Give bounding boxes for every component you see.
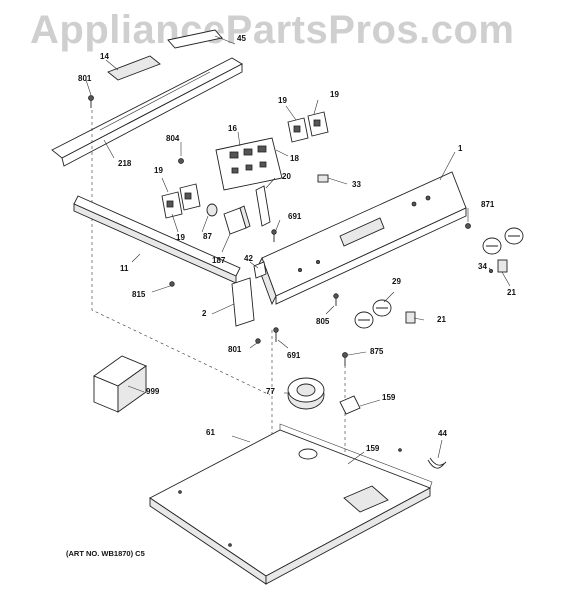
callout-1[interactable]: 1	[458, 144, 463, 153]
callout-87[interactable]: 87	[203, 232, 212, 241]
callout-815[interactable]: 815	[132, 290, 146, 299]
part-691-screw-lower[interactable]	[273, 327, 279, 342]
part-801-screw-lower[interactable]	[255, 338, 261, 344]
callout-18[interactable]: 18	[290, 154, 299, 163]
callout-21-right[interactable]: 21	[507, 288, 516, 297]
callout-42[interactable]: 42	[244, 254, 253, 263]
part-29-knobs[interactable]	[354, 299, 392, 329]
part-21-clip-lower[interactable]	[405, 311, 416, 324]
callout-805[interactable]: 805	[316, 317, 330, 326]
part-19-switch-top[interactable]	[287, 111, 329, 143]
callout-20[interactable]: 20	[282, 172, 291, 181]
callout-14[interactable]: 14	[100, 52, 109, 61]
callout-801-lower[interactable]: 801	[228, 345, 242, 354]
callout-61[interactable]: 61	[206, 428, 215, 437]
callout-19-left-bottom[interactable]: 19	[176, 233, 185, 242]
callout-19-left-top[interactable]: 19	[154, 166, 163, 175]
part-1-control-panel[interactable]	[257, 171, 467, 306]
callout-19-top-right[interactable]: 19	[330, 90, 339, 99]
part-187-box[interactable]	[223, 205, 251, 235]
callout-218[interactable]: 218	[118, 159, 132, 168]
part-45[interactable]	[167, 29, 223, 49]
callout-691-upper[interactable]: 691	[288, 212, 302, 221]
part-21-clip-right[interactable]	[497, 259, 508, 273]
callout-16[interactable]: 16	[228, 124, 237, 133]
part-16-switch-board[interactable]	[215, 137, 283, 191]
part-805-screw[interactable]	[333, 293, 339, 306]
callout-44[interactable]: 44	[438, 429, 447, 438]
leader-lines	[85, 35, 511, 465]
callout-45[interactable]: 45	[237, 34, 246, 43]
part-14-bracket[interactable]	[107, 55, 161, 81]
callout-691-lower[interactable]: 691	[287, 351, 301, 360]
part-20-bracket[interactable]	[255, 185, 271, 227]
callout-187[interactable]: 187	[212, 256, 226, 265]
part-2-bracket[interactable]	[231, 277, 255, 327]
art-number: (ART NO. WB1870) C5	[66, 549, 145, 558]
part-691-screw-upper[interactable]	[271, 229, 277, 242]
callout-29[interactable]: 29	[392, 277, 401, 286]
callout-33[interactable]: 33	[352, 180, 361, 189]
part-33-switch[interactable]	[317, 174, 329, 183]
callout-19-top-left[interactable]: 19	[278, 96, 287, 105]
part-801-screw-top[interactable]	[88, 95, 94, 109]
callout-21-lower[interactable]: 21	[437, 315, 446, 324]
part-61-base-pan[interactable]	[149, 423, 433, 585]
part-knob-right[interactable]	[482, 227, 524, 255]
callout-871[interactable]: 871	[481, 200, 495, 209]
callout-34[interactable]: 34	[478, 262, 487, 271]
callout-77[interactable]: 77	[266, 387, 275, 396]
part-34-spring[interactable]	[488, 268, 493, 273]
watermark-logo: AppliancePartsPros.com	[30, 8, 515, 52]
part-218-top-channel[interactable]	[51, 57, 243, 167]
part-999-package[interactable]	[93, 355, 147, 413]
part-804-screw[interactable]	[178, 158, 184, 164]
part-19-switch-left[interactable]	[161, 183, 201, 219]
part-42-clip[interactable]	[253, 261, 267, 279]
part-159-thermostat-upper[interactable]	[339, 395, 361, 415]
part-77-insulation[interactable]	[287, 377, 325, 410]
part-871-screw[interactable]	[465, 223, 471, 229]
part-87-knob[interactable]	[206, 203, 218, 217]
part-44-clip[interactable]	[427, 457, 447, 469]
callout-2[interactable]: 2	[202, 309, 207, 318]
callout-804[interactable]: 804	[166, 134, 180, 143]
callout-159-upper[interactable]: 159	[382, 393, 396, 402]
callout-875[interactable]: 875	[370, 347, 384, 356]
part-875-screw[interactable]	[342, 352, 348, 367]
part-815-screw[interactable]	[169, 281, 175, 287]
callout-159-lower[interactable]: 159	[366, 444, 380, 453]
callout-11[interactable]: 11	[120, 264, 129, 273]
callout-999[interactable]: 999	[146, 387, 160, 396]
callout-801[interactable]: 801	[78, 74, 92, 83]
